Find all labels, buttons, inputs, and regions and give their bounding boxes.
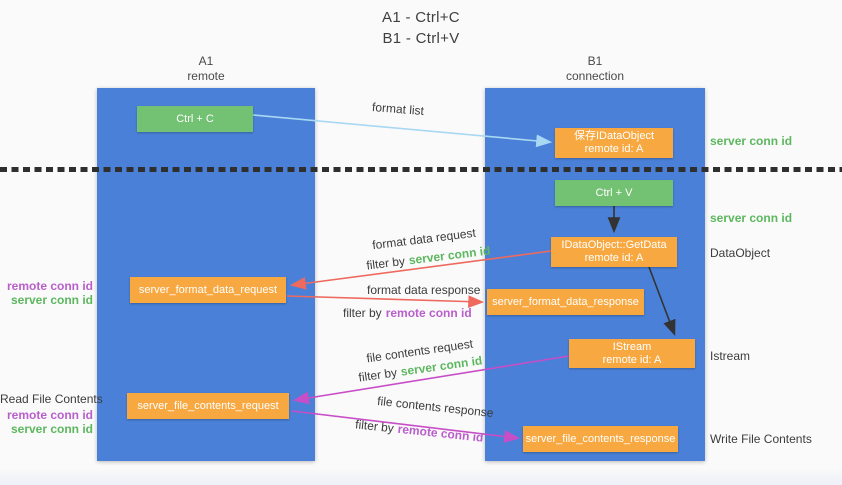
diagram-title: A1 - Ctrl+C B1 - Ctrl+V: [0, 7, 842, 49]
save-dataobject-line2: remote id: A: [584, 143, 644, 155]
getdata-line1: IDataObject::GetData: [561, 239, 667, 251]
ctrl-v-node: Ctrl + V: [555, 180, 673, 206]
getdata-line2: remote id: A: [584, 252, 644, 264]
file-request-node: server_file_contents_request: [127, 393, 289, 419]
format-data-response-label: format data response: [367, 283, 481, 297]
server-conn-id-label-mid: server conn id: [710, 211, 793, 225]
arrow-format-list: [252, 114, 553, 148]
arrow-format-data-response: [286, 295, 485, 309]
ctrl-c-label: Ctrl + C: [176, 113, 214, 125]
arrow-format-data-request: [289, 250, 552, 290]
remote-conn-id-label-1: remote conn id: [6, 279, 93, 293]
file-request-label: server_file_contents_request: [137, 400, 279, 412]
format-response-label: server_format_data_response: [492, 296, 639, 308]
save-dataobject-line1: 保存IDataObject: [573, 130, 655, 142]
save-dataobject-node: 保存IDataObject remote id: A: [555, 128, 673, 158]
arrow-file-contents-response: [291, 410, 521, 443]
lifeline-a1-name: A1: [198, 54, 214, 68]
istream-line1: IStream: [612, 340, 652, 353]
lifeline-a1-role: remote: [187, 69, 225, 83]
dataobject-label: DataObject: [710, 246, 771, 260]
arrow-file-contents-request: [292, 355, 570, 405]
arrow-getdata-to-istream: [648, 266, 676, 336]
server-conn-id-label-1: server conn id: [10, 293, 93, 307]
lifeline-header-b1: B1 connection: [485, 54, 705, 84]
format-response-node: server_format_data_response: [487, 289, 644, 315]
istream-line2: remote id: A: [602, 353, 662, 366]
write-file-contents-label: Write File Contents: [710, 432, 812, 446]
ctrl-c-node: Ctrl + C: [137, 106, 253, 132]
conn-id-group-2: remote conn id server conn id: [0, 408, 93, 436]
file-response-label: server_file_contents_response: [525, 433, 676, 445]
remote-conn-id-label-2: remote conn id: [6, 408, 93, 422]
title-line-2: B1 - Ctrl+V: [382, 30, 460, 47]
lifeline-header-a1: A1 remote: [97, 54, 315, 84]
lifeline-b1-name: B1: [587, 54, 603, 68]
bottom-fade: [0, 468, 842, 485]
istream-node: IStream remote id: A: [569, 339, 695, 368]
conn-id-group-1: remote conn id server conn id: [0, 279, 93, 307]
title-line-1: A1 - Ctrl+C: [382, 9, 460, 26]
server-conn-id-label-2: server conn id: [10, 422, 93, 436]
filter-by-text: filter by: [343, 306, 382, 320]
getdata-node: IDataObject::GetData remote id: A: [551, 237, 677, 267]
format-request-label: server_format_data_request: [138, 284, 278, 296]
ctrl-v-label: Ctrl + V: [595, 187, 633, 199]
dotted-divider: [0, 167, 842, 172]
server-conn-id-label-top: server conn id: [710, 134, 793, 148]
format-request-node: server_format_data_request: [130, 277, 286, 303]
istream-side-label: Istream: [710, 349, 751, 363]
file-response-node: server_file_contents_response: [523, 426, 678, 452]
read-file-contents-label: Read File Contents: [0, 392, 103, 406]
lifeline-b1-role: connection: [565, 69, 625, 83]
remote-conn-id-text: remote conn id: [385, 306, 472, 320]
